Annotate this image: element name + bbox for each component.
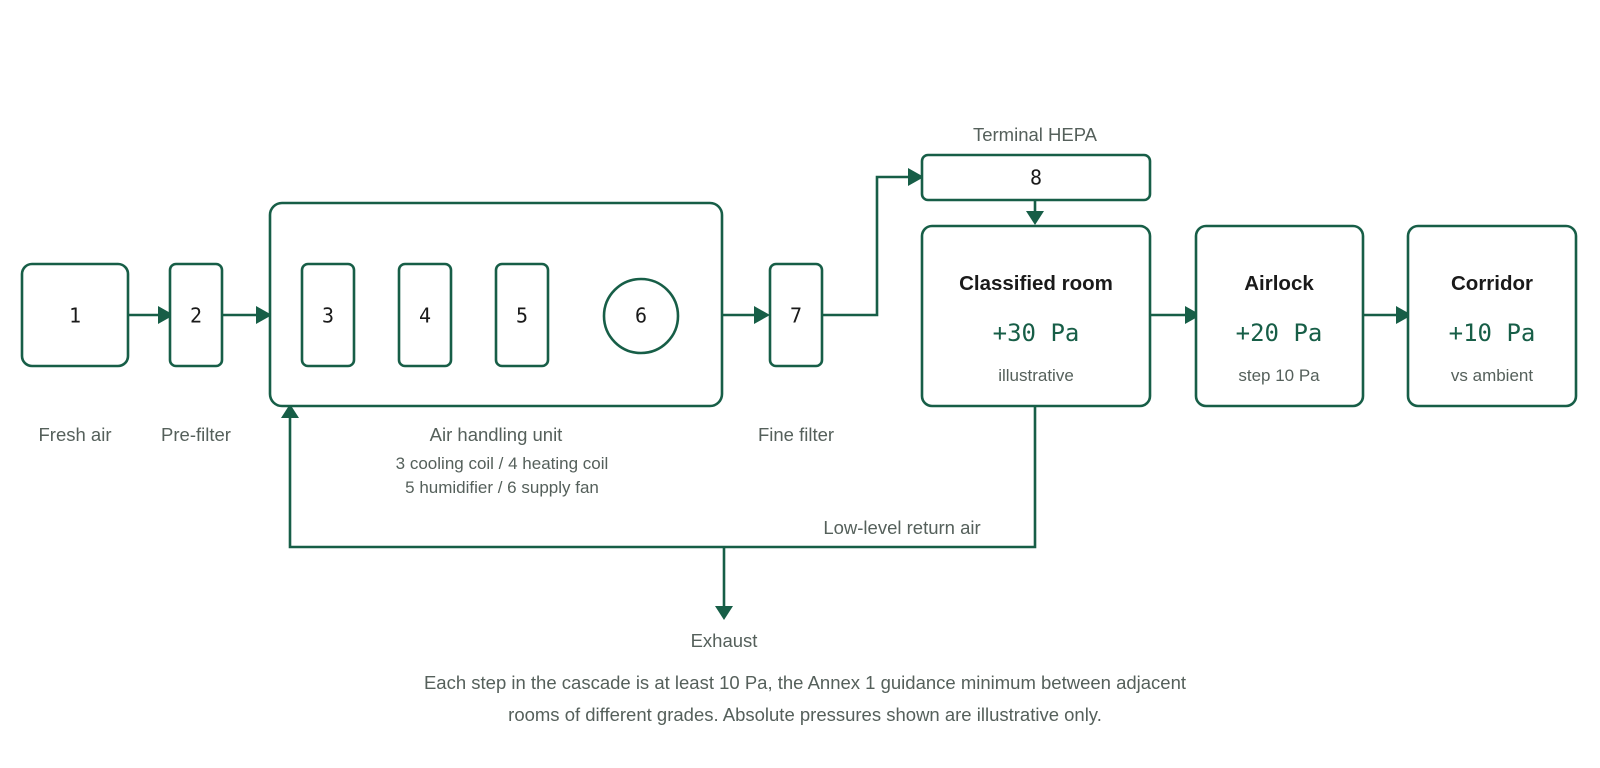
fresh-air-inlet: 1 (20, 262, 130, 368)
terminal-hepa-label: Terminal HEPA (973, 124, 1098, 145)
terminal-hepa-number: 8 (1030, 166, 1042, 190)
air-handling-unit: 3 4 5 6 (268, 201, 724, 408)
line-return-air (288, 406, 1037, 549)
heating-coil (397, 262, 453, 368)
fresh-air-label: Fresh air (39, 424, 112, 445)
corridor-title: Corridor (1451, 272, 1533, 295)
arrow-exhaust (715, 606, 733, 620)
classified-room-title: Classified room (959, 272, 1113, 295)
classified-room: Classified room +30 Pa illustrative (920, 224, 1152, 408)
footnote-line1: Each step in the cascade is at least 10 … (424, 672, 1186, 693)
classified-room-pressure: +30 Pa (993, 319, 1080, 347)
pre-filter: 2 (168, 262, 224, 368)
fine-filter-label: Fine filter (758, 424, 834, 445)
heating-coil-number: 4 (419, 304, 431, 328)
fresh-air-number: 1 (69, 304, 81, 328)
airlock-note: step 10 Pa (1238, 366, 1320, 385)
pre-filter-label: Pre-filter (161, 424, 231, 445)
fine-filter: 7 (768, 262, 824, 368)
supply-fan-number: 6 (635, 304, 647, 328)
arrow-to-prefilter (158, 306, 174, 324)
pre-filter-number: 2 (190, 304, 202, 328)
fine-filter-number: 7 (790, 304, 802, 328)
terminal-hepa: 8 (920, 153, 1152, 202)
supply-fan (602, 277, 680, 355)
classified-room-note: illustrative (998, 366, 1074, 385)
corridor-pressure: +10 Pa (1449, 319, 1536, 347)
arrow-to-airlock (1185, 306, 1201, 324)
humidifier-number: 5 (516, 304, 528, 328)
humidifier (494, 262, 550, 368)
arrowheads (158, 168, 1412, 620)
cooling-coil-number: 3 (322, 304, 334, 328)
arrow-to-hepa (908, 168, 924, 186)
line-finefilter-to-hepa (822, 175, 910, 317)
arrow-to-classified-room (1026, 211, 1044, 225)
return-air-label: Low-level return air (823, 517, 980, 538)
arrow-to-finefilter (754, 306, 770, 324)
arrow-return-to-ahu (281, 404, 299, 418)
ahu-legend-line1: 3 cooling coil / 4 heating coil (396, 454, 609, 473)
ahu-legend-line2: 5 humidifier / 6 supply fan (405, 478, 599, 497)
airlock-pressure: +20 Pa (1236, 319, 1323, 347)
exhaust-label: Exhaust (691, 630, 758, 651)
airlock-room: Airlock +20 Pa step 10 Pa (1194, 224, 1365, 408)
flow-lines (128, 175, 1400, 607)
corridor-note: vs ambient (1451, 366, 1533, 385)
footnote-line2: rooms of different grades. Absolute pres… (508, 704, 1102, 725)
arrow-to-corridor (1396, 306, 1412, 324)
ahu-label: Air handling unit (430, 424, 563, 445)
corridor-room: Corridor +10 Pa vs ambient (1406, 224, 1578, 408)
arrow-to-ahu (256, 306, 272, 324)
airlock-title: Airlock (1244, 272, 1314, 295)
cooling-coil (300, 262, 356, 368)
